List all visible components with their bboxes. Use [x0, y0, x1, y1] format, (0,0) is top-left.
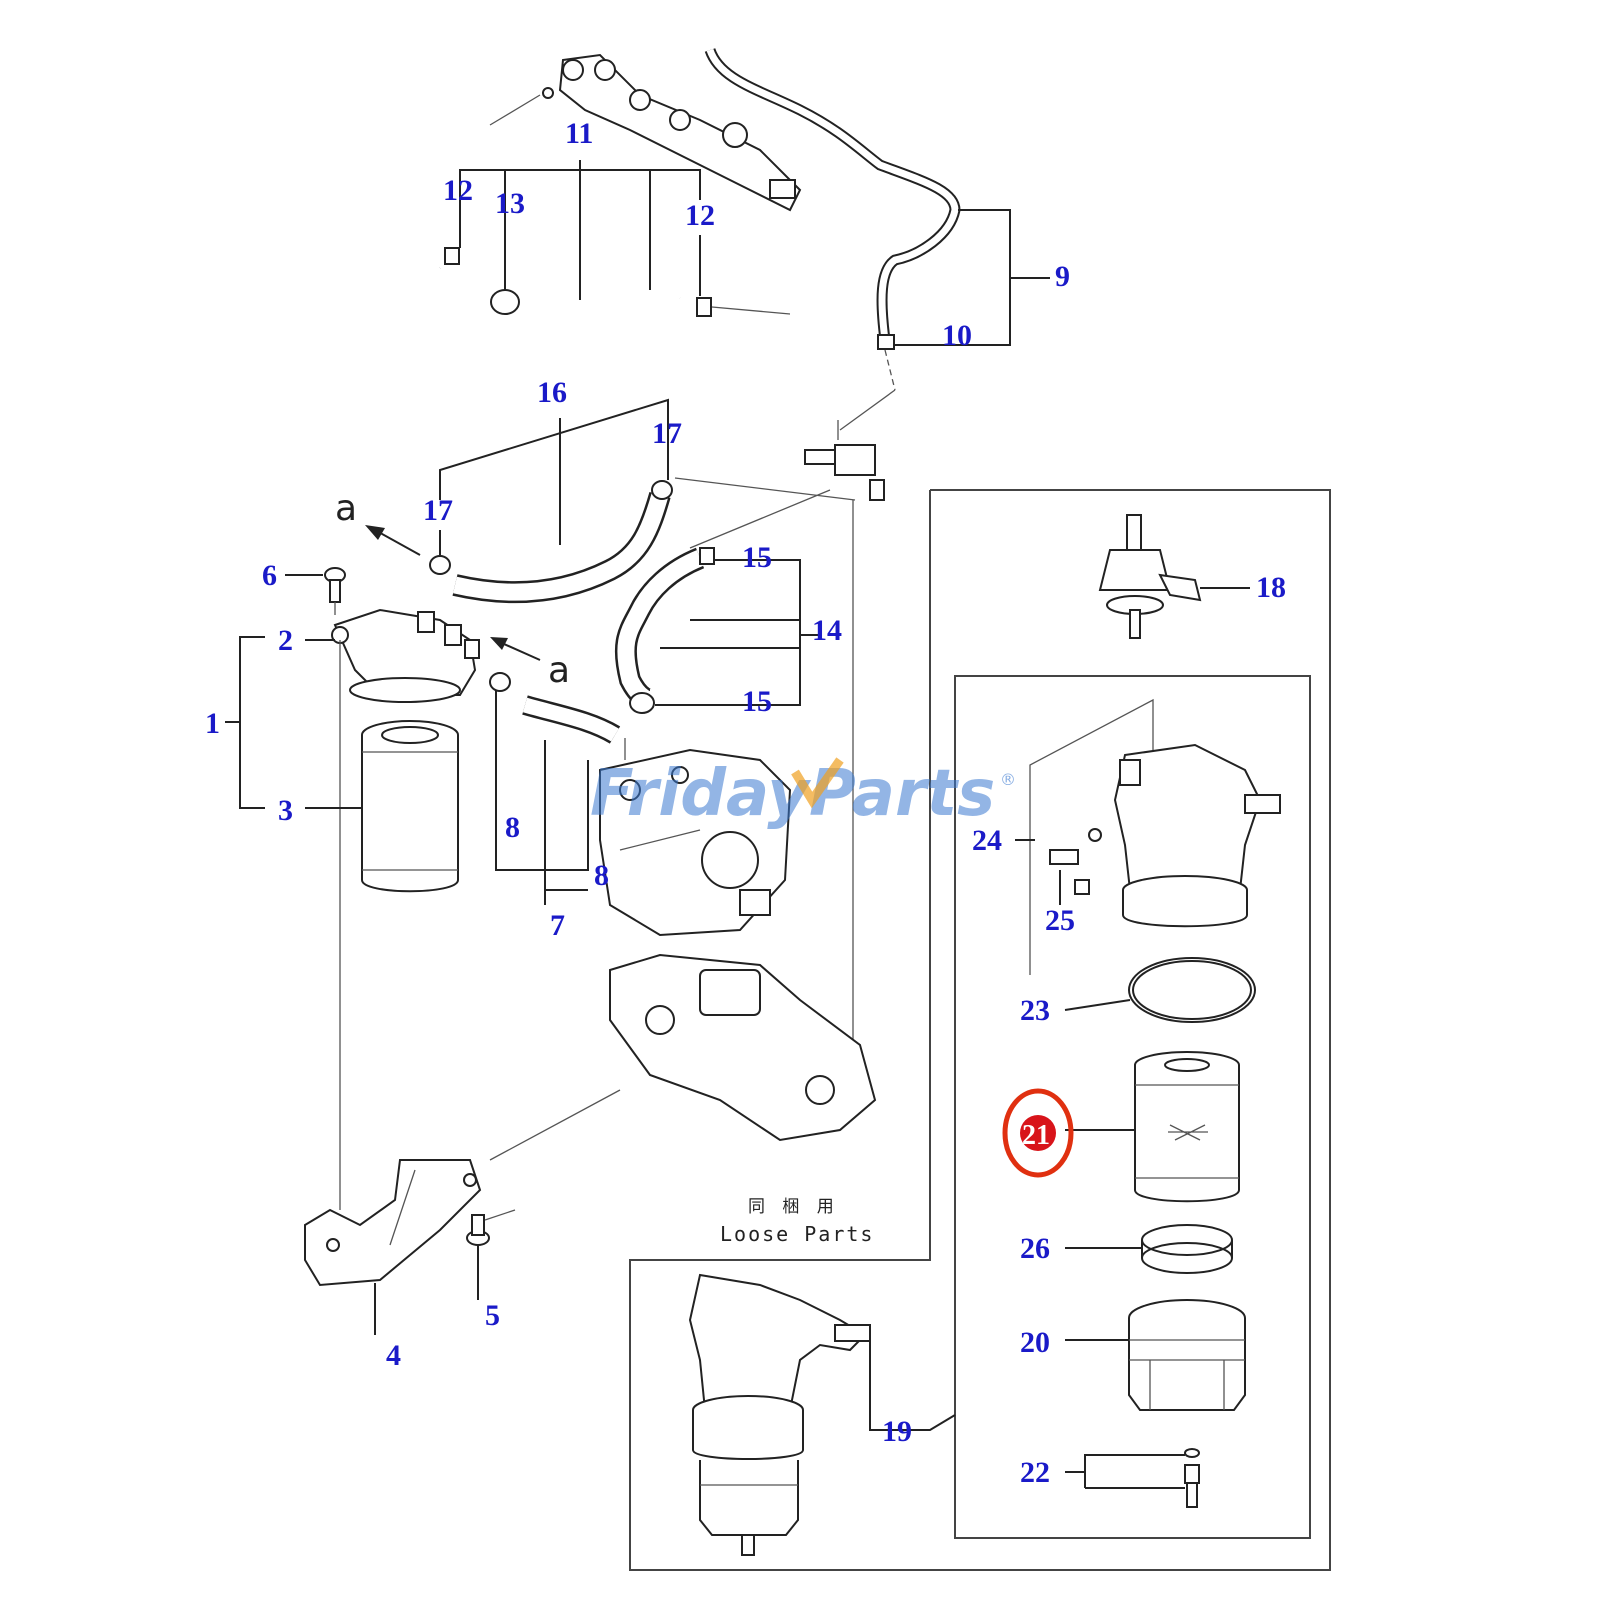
hose-16-part [429, 477, 856, 604]
hose-7-part [489, 672, 626, 760]
callout-18: 18 [1256, 571, 1286, 604]
return-hose-part [704, 47, 961, 431]
callout-16: 16 [537, 376, 567, 409]
valve-18-part [1098, 514, 1202, 639]
engine-housing-part [489, 953, 877, 1161]
arrow-a-lower [490, 637, 541, 661]
t-connector-part [804, 420, 885, 1060]
highlight-21 [1002, 1088, 1074, 1178]
bracket-4-part [304, 1159, 482, 1287]
arrow-a-label-2: a [548, 650, 570, 691]
callout-12-left: 12 [443, 174, 473, 207]
hose-14-part [614, 547, 715, 714]
filter-head-24-part [1029, 698, 1281, 975]
callout-19: 19 [882, 1415, 912, 1448]
bolt-6-part [324, 567, 346, 615]
fuel-hose-part [386, 247, 791, 385]
callout-2: 2 [278, 624, 293, 657]
watermark-logo: FridayParts ® [590, 757, 1016, 831]
callout-14: 14 [812, 614, 842, 647]
callout-25: 25 [1045, 904, 1075, 937]
filter-head-part [331, 608, 480, 703]
callout-7: 7 [550, 909, 565, 942]
callout-12-right: 12 [685, 199, 715, 232]
svg-text:FridayParts: FridayParts [590, 757, 995, 831]
callout-4: 4 [386, 1339, 401, 1372]
callout-1: 1 [205, 707, 220, 740]
callout-15-lower: 15 [742, 685, 772, 718]
leader-lines [225, 160, 1250, 1489]
callout-22: 22 [1020, 1456, 1050, 1489]
bolt-5-part [466, 1209, 516, 1246]
callout-17-right: 17 [652, 417, 682, 450]
drain-plug-22-part [1184, 1448, 1200, 1508]
callout-17-left: 17 [423, 494, 453, 527]
callout-8-right: 8 [594, 859, 609, 892]
watermark-part2: Parts [809, 757, 995, 831]
callout-23: 23 [1020, 994, 1050, 1027]
fuel-filter-3-part [339, 640, 459, 1210]
callout-3: 3 [278, 794, 293, 827]
callout-13: 13 [495, 187, 525, 220]
callout-10: 10 [942, 319, 972, 352]
callout-26: 26 [1020, 1232, 1050, 1265]
callout-24: 24 [972, 824, 1002, 857]
callout-15-upper: 15 [742, 541, 772, 574]
bowl-20-part [1128, 1299, 1246, 1411]
seal-26-part [1141, 1224, 1233, 1274]
callout-21: 21 [1022, 1120, 1050, 1151]
callout-6: 6 [262, 559, 277, 592]
arrow-a-upper [365, 525, 421, 556]
loose-parts-chinese: 同 梱 用 [748, 1197, 840, 1217]
callout-11: 11 [565, 117, 593, 150]
watermark-part1: Friday [590, 757, 811, 831]
fuel-rail-part [489, 53, 802, 212]
callout-8-left: 8 [505, 811, 520, 844]
filter-element-21-part [1134, 1051, 1240, 1203]
callout-5: 5 [485, 1299, 500, 1332]
watermark-reg: ® [1000, 770, 1016, 789]
callout-9: 9 [1055, 260, 1070, 293]
arrow-a-label-1: a [335, 488, 357, 529]
loose-parts-frame [629, 489, 1331, 1571]
callout-20: 20 [1020, 1326, 1050, 1359]
filter-assembly-19-part [688, 1273, 871, 1556]
fuel-supply-pump-part [599, 748, 792, 937]
o-ring-23-part [1128, 957, 1256, 1023]
loose-parts-english: Loose Parts [720, 1222, 874, 1246]
